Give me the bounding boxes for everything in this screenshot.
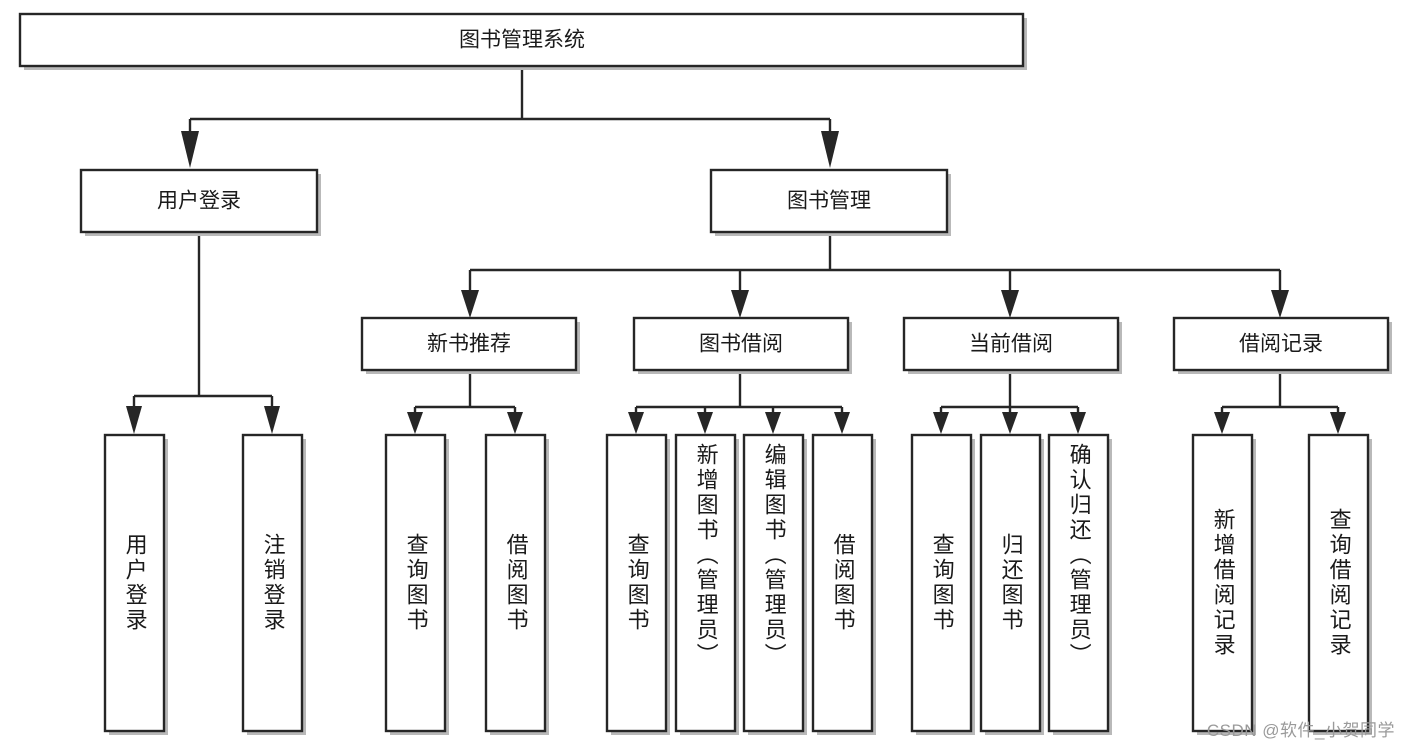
arrow-head-leaf-edit-book [765,412,781,434]
node-root-label: 图书管理系统 [459,29,585,52]
arrow-head-leaf-query-record [1330,412,1346,434]
node-borrow-record-label: 借阅记录 [1239,333,1323,356]
node-book-borrow-box[interactable] [632,316,850,372]
node-root[interactable]: 图书管理系统 [18,12,1027,70]
node-book-manage-label: 图书管理 [787,190,871,213]
node-current-borrow[interactable]: 当前借阅 [902,316,1122,374]
node-user-login-box[interactable] [79,168,319,234]
node-new-book-rec-label: 新书推荐 [427,333,511,356]
arrow-head-leaf-query-book-3 [933,412,949,434]
node-borrow-record[interactable]: 借阅记录 [1172,316,1392,374]
node-new-book-rec[interactable]: 新书推荐 [360,316,580,374]
leaf-query-book-3-box[interactable] [910,433,973,733]
arrow-head-book-borrow [731,290,749,318]
leaf-logout-box[interactable] [241,433,304,733]
leaf-confirm-return-box[interactable] [1047,433,1110,733]
arrow-head-leaf-borrow-book-2 [834,412,850,434]
leaf-return-book-box[interactable] [979,433,1042,733]
leaf-user-login-box[interactable] [103,433,166,733]
arrow-head-book-manage [821,131,839,168]
arrow-head-leaf-confirm-return [1070,412,1086,434]
node-root-box[interactable] [18,12,1025,68]
arrow-head-borrow-record [1271,290,1289,318]
connector-layer [126,66,1346,434]
leaf-query-book-2-box[interactable] [605,433,668,733]
leaf-query-book-1-box[interactable] [384,433,447,733]
node-current-borrow-box[interactable] [902,316,1120,372]
node-book-manage[interactable]: 图书管理 [709,168,951,236]
node-book-manage-box[interactable] [709,168,949,234]
leaf-add-record-box[interactable] [1191,433,1254,733]
csdn-watermark: CSDN @软件_小贺同学 [1206,721,1395,740]
node-user-login-label: 用户登录 [157,190,241,213]
node-book-borrow[interactable]: 图书借阅 [632,316,852,374]
node-user-login[interactable]: 用户登录 [79,168,321,236]
arrow-head-leaf-user-login [126,406,142,434]
node-borrow-record-box[interactable] [1172,316,1390,372]
leaf-edit-book-box[interactable] [742,433,805,733]
arrow-head-leaf-query-book-2 [628,412,644,434]
leaf-query-record-box[interactable] [1307,433,1370,733]
arrow-head-new-book-rec [461,290,479,318]
node-book-borrow-label: 图书借阅 [699,333,783,356]
arrow-head-leaf-return-book [1002,412,1018,434]
arrow-head-current-borrow [1001,290,1019,318]
arrow-head-leaf-add-book [697,412,713,434]
leaf-borrow-book-1-box[interactable] [484,433,547,733]
arrow-head-leaf-logout [264,406,280,434]
leaf-boxes-layer [103,433,1372,735]
arrow-head-leaf-query-book-1 [407,412,423,434]
arrow-head-leaf-borrow-book-1 [507,412,523,434]
arrow-head-leaf-add-record [1214,412,1230,434]
arrow-head-user-login [181,131,199,168]
leaf-add-book-box[interactable] [674,433,737,733]
node-current-borrow-label: 当前借阅 [969,333,1053,356]
node-new-book-rec-box[interactable] [360,316,578,372]
leaf-borrow-book-2-box[interactable] [811,433,874,733]
